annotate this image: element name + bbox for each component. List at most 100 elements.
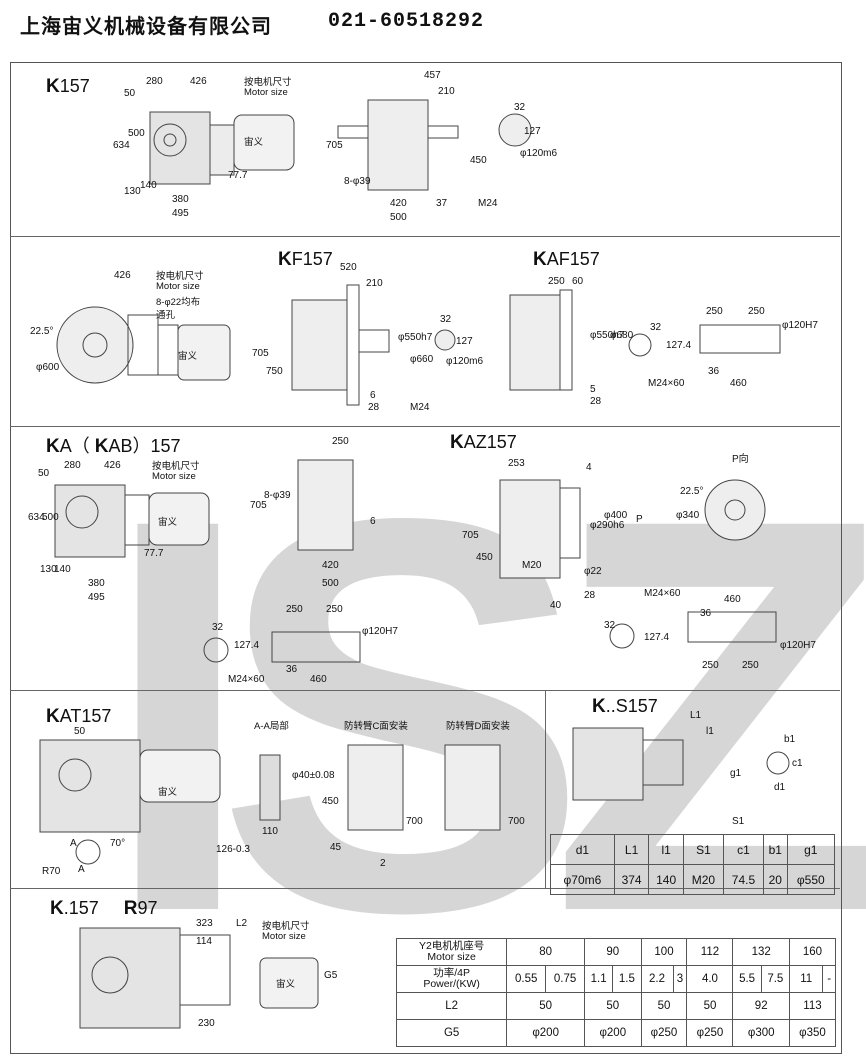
table-cell: 50 — [584, 992, 642, 1020]
kf157-title: KF157 — [278, 249, 333, 270]
motor-label: 宙义 — [276, 979, 296, 990]
dim: 50 — [38, 468, 50, 479]
k157-drawing — [149, 99, 532, 191]
company-name: 上海宙义机械设备有限公司 — [20, 14, 272, 38]
table-cell: 20 — [762, 864, 788, 895]
dim: 380 — [88, 578, 105, 589]
dim: 426 — [104, 460, 121, 471]
dim: 5 — [590, 384, 596, 395]
dim: 4 — [586, 462, 592, 473]
k157-title: K157 — [46, 76, 90, 97]
dim: 6 — [370, 516, 376, 527]
dim: 500 — [322, 578, 339, 589]
dim: R70 — [42, 866, 61, 877]
dim: M24 — [410, 402, 430, 413]
table-row: L2 50 50 50 50 92 113 — [395, 992, 837, 1020]
dim: 140 — [54, 564, 71, 575]
dim: G5 — [324, 970, 338, 981]
motor-label: 宙义 — [244, 137, 264, 148]
dim: φ550h7 — [398, 332, 433, 343]
dim: 426 — [190, 76, 207, 87]
table-cell: - — [822, 965, 836, 993]
motor-label: 宙义 — [158, 787, 178, 798]
dim: φ120H7 — [362, 626, 398, 637]
dim: 253 — [508, 458, 525, 469]
dim: 420 — [322, 560, 339, 571]
dim: A — [70, 838, 77, 849]
phone-number: 021-60518292 — [328, 10, 485, 33]
dim: 250 — [742, 660, 759, 671]
dim: 426 — [114, 270, 131, 281]
dim: S1 — [732, 816, 745, 827]
dim: 127.4 — [644, 632, 670, 643]
dim: 36 — [708, 366, 720, 377]
table-header-cn: 功率/4P — [433, 967, 471, 979]
table-header-en: Motor size — [427, 951, 476, 963]
table-cell: 50 — [686, 992, 734, 1020]
dim: 32 — [212, 622, 224, 633]
section-divider — [10, 426, 840, 427]
dim: 280 — [146, 76, 163, 87]
drawing-sheet — [10, 62, 842, 1054]
table-header: L2 — [395, 992, 508, 1020]
table-cell: 90 — [584, 938, 642, 966]
section-divider — [545, 690, 546, 888]
dim: φ680 — [610, 330, 634, 341]
dim: 250 — [548, 276, 565, 287]
table-row: G5 φ200 φ200 φ250 φ250 φ300 φ350 — [395, 1019, 837, 1047]
dim: 6 — [370, 390, 376, 401]
table-cell: φ250 — [686, 1019, 734, 1047]
dim: 22.5° — [30, 326, 54, 337]
dim: 634 — [28, 512, 45, 523]
table-row: d1 L1 l1 S1 c1 b1 g1 — [550, 834, 836, 865]
dim: φ40±0.08 — [292, 770, 335, 781]
dim: 140 — [140, 180, 157, 191]
dim: 32 — [604, 620, 616, 631]
ks157-dimension-table: d1 L1 l1 S1 c1 b1 g1 φ70m6 374 140 M20 7… — [550, 834, 836, 895]
dim: 50 — [124, 88, 136, 99]
dim: 500 — [128, 128, 145, 139]
dim: 127.4 — [234, 640, 260, 651]
kat157-drawing — [39, 727, 790, 865]
motor-size-cn: 按电机尺寸 — [156, 271, 204, 282]
table-header: b1 — [762, 834, 788, 865]
table-cell: M20 — [682, 864, 724, 895]
dim: 495 — [172, 208, 189, 219]
dim: 28 — [584, 590, 596, 601]
dim: 750 — [266, 366, 283, 377]
table-cell: 50 — [506, 992, 586, 1020]
dim: 45 — [330, 842, 342, 853]
table-cell: 5.5 — [732, 965, 762, 993]
kat157-title: KAT157 — [46, 706, 112, 727]
table-cell: 113 — [788, 992, 837, 1020]
table-header: d1 — [550, 834, 615, 865]
dim: 210 — [438, 86, 455, 97]
dim: 250 — [748, 306, 765, 317]
table-header: G5 — [395, 1019, 508, 1047]
dim: l1 — [706, 726, 714, 737]
table-cell: φ200 — [584, 1019, 642, 1047]
dim: 32 — [440, 314, 452, 325]
dim: 705 — [252, 348, 269, 359]
ka157-title: KA（ KAB）157 — [46, 436, 181, 457]
table-cell: 0.55 — [506, 965, 547, 993]
dim: 40 — [550, 600, 562, 611]
motor-label: 宙义 — [178, 351, 198, 362]
table-cell: φ250 — [640, 1019, 688, 1047]
table-cell: 7.5 — [760, 965, 790, 993]
motor-size-en: Motor size — [244, 87, 288, 98]
dim: 77.7 — [228, 170, 248, 181]
dim: φ120m6 — [446, 356, 484, 367]
table-cell: φ300 — [732, 1019, 790, 1047]
dim: L1 — [690, 710, 702, 721]
dim: 28 — [590, 396, 602, 407]
dim: P — [636, 514, 643, 525]
dim: 460 — [724, 594, 741, 605]
dim: φ400 — [604, 510, 628, 521]
dim: 457 — [424, 70, 441, 81]
